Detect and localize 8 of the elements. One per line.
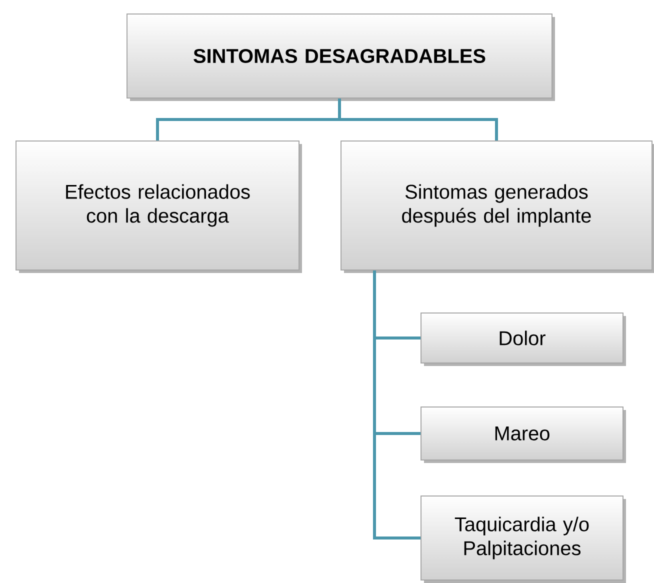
text-box: Taquicardia y/o Palpitaciones — [420, 496, 626, 583]
heading-box: SINTOMAS DESAGRADABLES — [126, 14, 555, 101]
connector — [338, 98, 498, 140]
text-box: Dolor — [420, 312, 626, 366]
connector — [373, 270, 420, 540]
text-box: Mareo — [420, 406, 626, 463]
text-box: Sintomas generados después del implante — [340, 140, 654, 273]
text-box: Efectos relacionados con la descarga — [16, 140, 302, 273]
